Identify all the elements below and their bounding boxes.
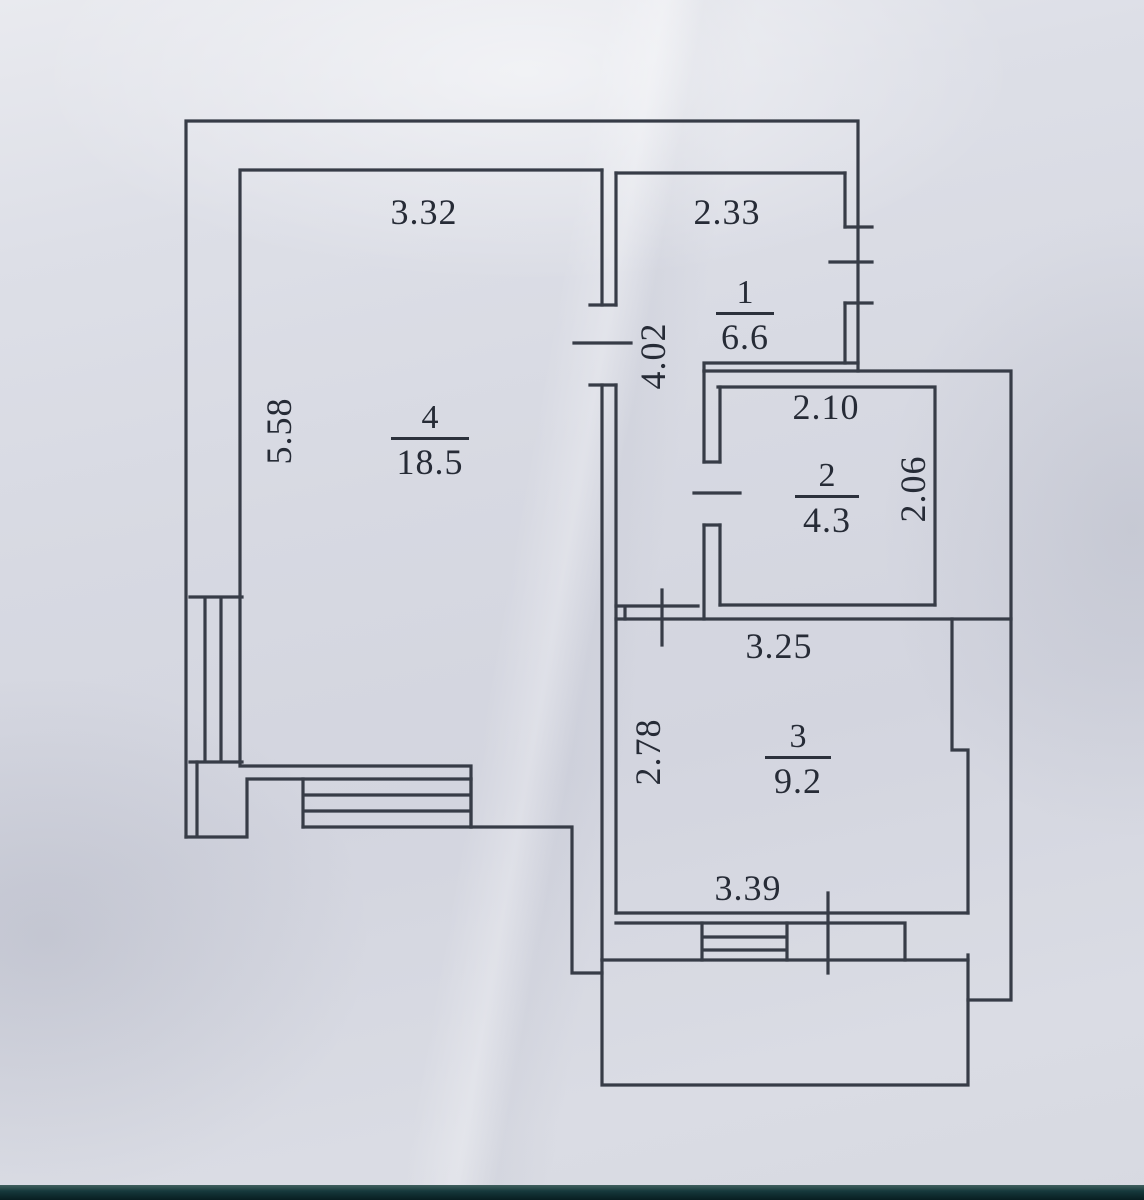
photo-bottom-edge: [0, 1185, 1144, 1200]
outer-left-top-right-wall: [184, 119, 860, 839]
dim-room4-width: 3.32: [390, 192, 458, 232]
room-3-number: 3: [765, 720, 831, 759]
room3-floor-walls: [614, 911, 970, 962]
room-1-label: 1 6.6: [695, 276, 795, 358]
room-2-area: 4.3: [803, 500, 851, 540]
room2-inner-walls: [716, 385, 937, 607]
bottom-left-corner-wall: [184, 760, 473, 839]
room3-bottom-window-icon: [700, 921, 789, 962]
room-2-number: 2: [795, 459, 859, 498]
room4-left-window-icon: [188, 595, 244, 764]
room-1-number: 1: [716, 276, 774, 315]
dim-room3-width-top: 3.25: [745, 626, 813, 666]
room2-door-icon: [692, 460, 742, 527]
dim-room3-height: 2.78: [628, 718, 668, 786]
room-4-number: 4: [391, 401, 469, 440]
room4-bottom-window-icon: [301, 777, 473, 829]
door-symbols: [572, 303, 742, 527]
exterior-walls: [184, 119, 1013, 1087]
dim-hall-length: 4.02: [633, 322, 673, 390]
bottom-left-step-wall: [301, 825, 604, 975]
dim-room2-width: 2.10: [792, 387, 860, 427]
dim-room4-height: 5.58: [259, 397, 299, 465]
room-2-label: 2 4.3: [777, 459, 877, 541]
room-4-label: 4 18.5: [380, 401, 480, 483]
entrance-door-icon: [828, 225, 874, 305]
dim-room2-height: 2.06: [893, 455, 933, 523]
window-symbols: [188, 225, 874, 962]
outer-right-wall: [702, 369, 1013, 1002]
room-1-area: 6.6: [721, 317, 769, 357]
room4-door-icon: [572, 303, 633, 387]
room-3-area: 9.2: [774, 761, 822, 801]
interior-walls: [238, 168, 1013, 975]
room-3-label: 3 9.2: [748, 720, 848, 802]
hall-floor-wall: [614, 604, 700, 621]
porch-outline: [600, 953, 970, 1087]
dim-room1-width: 2.33: [693, 192, 761, 232]
room3-right-wall-with-notch: [950, 617, 970, 915]
room1-floor-wall: [702, 361, 860, 373]
room-4-area: 18.5: [396, 442, 464, 482]
dim-room3-width-bottom: 3.39: [714, 868, 782, 908]
